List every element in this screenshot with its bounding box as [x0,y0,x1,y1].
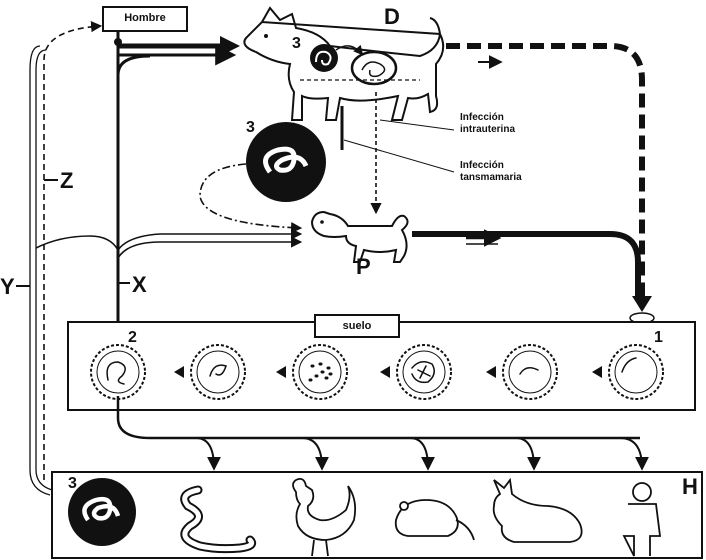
puppy-label: P [356,256,371,278]
dog-to-soil-arrowhead [632,296,652,312]
route-z-dashed [44,26,100,480]
arrow-to-human [620,438,642,468]
soil-label-box: suelo [314,314,400,338]
arrow-to-rabbit [516,438,534,468]
larva-circle [246,122,326,202]
egg-unembryonated [609,345,663,399]
trunk-to-dog-curve [118,56,150,75]
egg-morula [293,345,347,399]
dog-label: D [384,6,400,28]
transmammary-pointer [344,140,454,172]
puppy-eye [320,220,324,224]
adult-dog [244,8,443,120]
stage-2-egg: 2 [128,330,137,346]
stage-3-host: 3 [68,476,77,492]
egg-cleavage [397,345,451,399]
puppy-to-soil-path [412,234,638,296]
hosts-panel [52,472,702,558]
human-label-box: Hombre [102,6,188,32]
arrow-to-worm [196,438,214,468]
stage-3-dog: 3 [292,36,301,52]
egg-early [503,345,557,399]
arrow-to-mouse [410,438,428,468]
stage-1-egg: 1 [654,330,663,346]
dog-stomach-worm [310,44,338,72]
route-x-to-puppy-inner [118,242,300,258]
intrauterine-label: Infección intrauterina [460,112,560,136]
stage-3-larva: 3 [246,120,255,136]
route-y-label: Y [0,276,15,298]
egg-larvated [91,345,145,399]
dog-intestine-ring [352,52,396,84]
intrauterine-pointer [380,120,454,130]
route-x-label: X [132,274,147,296]
egg-late-embryo [191,345,245,399]
transmammary-label: Infección tansmamaria [460,160,560,184]
host-larva-circle [68,478,136,546]
hosts-label: H [682,476,698,498]
arrow-to-chicken [302,438,322,468]
route-z-label: Z [60,170,73,192]
adult-dog-eye [264,34,268,38]
route-y-line [30,46,50,495]
